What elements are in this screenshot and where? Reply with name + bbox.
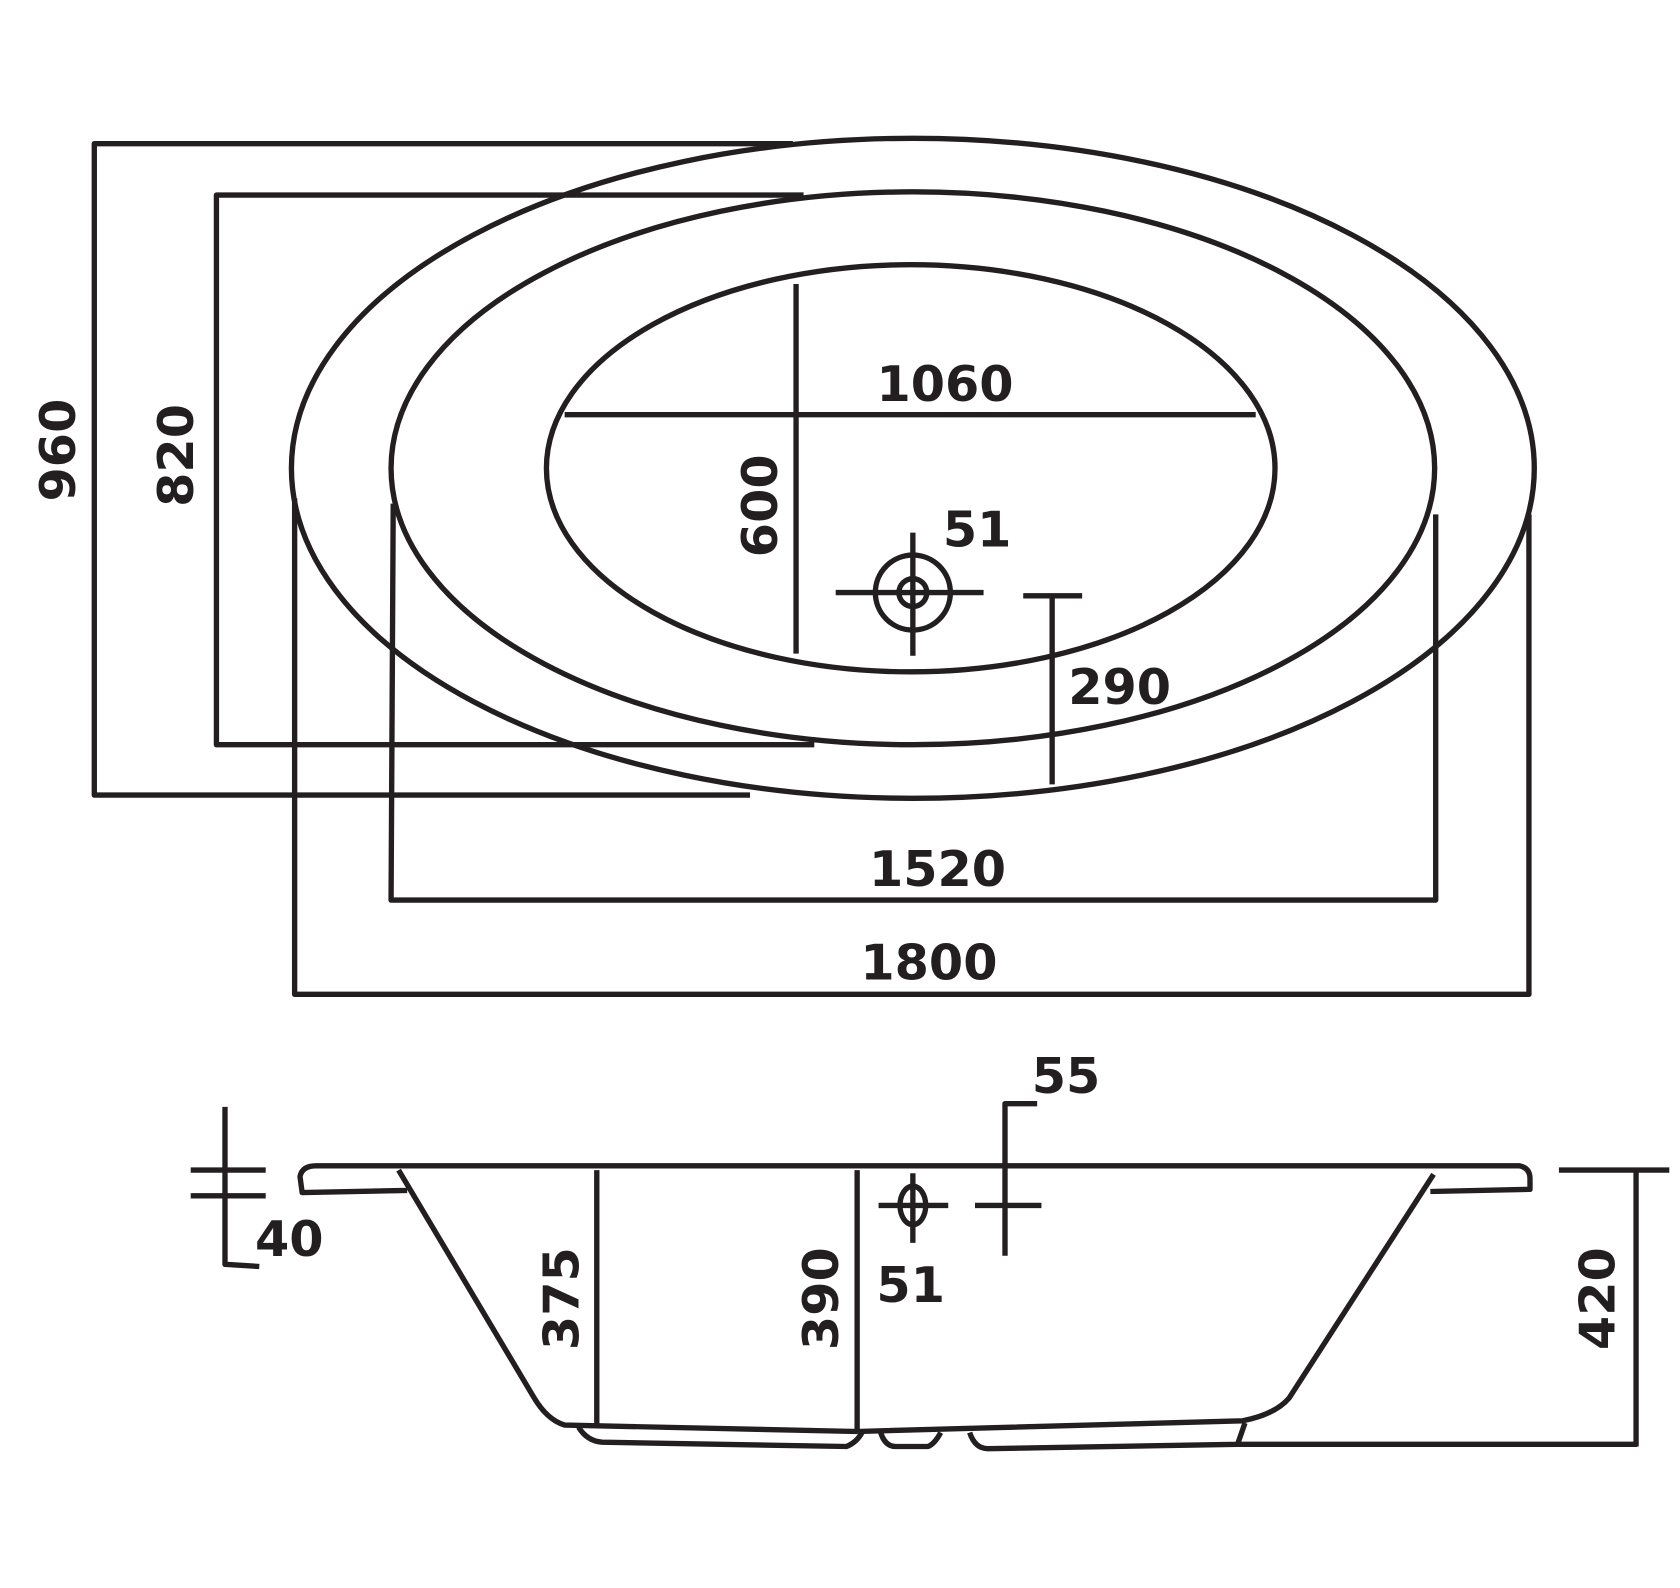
label-420: 420 [1569,1247,1627,1350]
label-960: 960 [29,399,87,502]
label-1800: 1800 [860,933,997,991]
label-290: 290 [1068,658,1171,716]
waste-symbol-side [878,1173,949,1243]
label-51-side: 51 [876,1256,945,1314]
top-view: 960 820 1060 600 51 290 1520 1800 [29,135,1537,998]
dim-290-line [1023,593,1083,785]
label-820: 820 [147,404,205,507]
dim-40-line [190,1106,266,1270]
tub-feet [576,1422,1248,1452]
side-view: 40 55 51 375 390 420 [190,1047,1670,1452]
label-390: 390 [792,1247,850,1350]
bowl-floor-ellipse [543,262,1278,675]
label-1060: 1060 [876,355,1013,413]
dim-960-frame [91,140,793,798]
label-55: 55 [1032,1047,1101,1105]
label-51-top: 51 [943,500,1012,558]
label-600: 600 [731,454,789,557]
outer-rim-ellipse [288,135,1537,801]
label-40: 40 [255,1210,324,1268]
dim-420-line [1558,1167,1670,1447]
dim-1520-frame [388,503,1439,903]
label-1520: 1520 [869,840,1006,898]
dim-820-frame [213,192,815,748]
label-375: 375 [533,1247,591,1350]
inner-rim-ellipse [388,189,1438,748]
tub-profile [297,1163,1533,1435]
dim-1800-frame [291,498,1532,998]
dim-55-line [975,1100,1042,1256]
waste-symbol-top [835,532,984,656]
